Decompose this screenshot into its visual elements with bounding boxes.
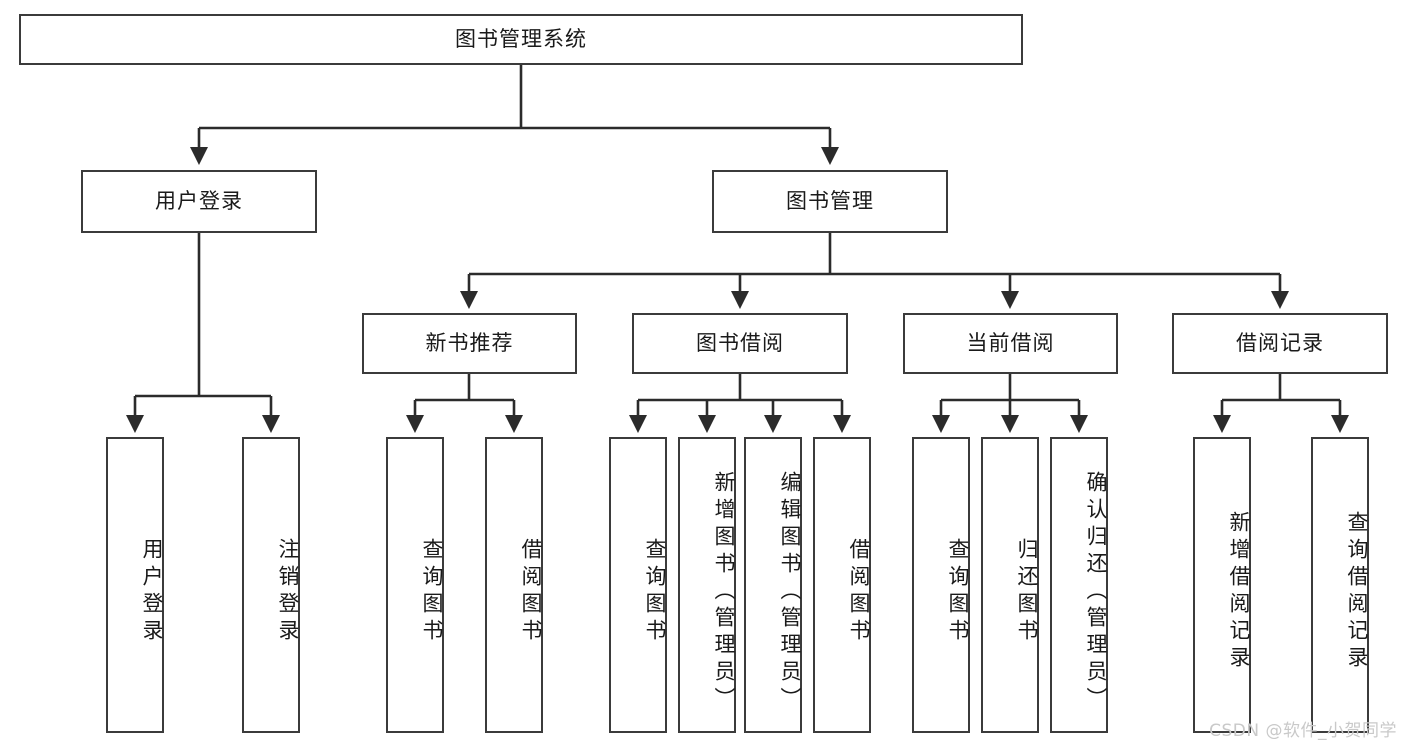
leaf-borrow-borrow-book[interactable]: 借阅图书: [813, 437, 871, 733]
node-current-borrow[interactable]: 当前借阅: [903, 313, 1118, 374]
node-label: 当前借阅: [966, 330, 1055, 355]
node-label: 归还图书: [1015, 538, 1039, 646]
node-label: 图书管理系统: [455, 26, 587, 51]
node-label: 借阅记录: [1236, 330, 1324, 355]
node-label: 新书推荐: [425, 330, 514, 355]
leaf-records-query-record[interactable]: 查询借阅记录: [1311, 437, 1369, 733]
leaf-borrow-query-book[interactable]: 查询图书: [609, 437, 667, 733]
leaf-user-login-signin[interactable]: 用户登录: [106, 437, 164, 733]
leaf-current-confirm-return-admin[interactable]: 确认归还（管理员）: [1050, 437, 1108, 733]
csdn-watermark: CSDN @软件_小贺同学: [1209, 721, 1397, 741]
node-label: 借阅图书: [519, 538, 543, 646]
leaf-user-login-signout[interactable]: 注销登录: [242, 437, 300, 733]
node-label: 借阅图书: [847, 538, 871, 646]
node-label: 编辑图书（管理员）: [778, 470, 802, 714]
node-label: 新增图书（管理员）: [712, 470, 736, 714]
node-label: 注销登录: [276, 538, 300, 646]
node-book-borrow[interactable]: 图书借阅: [632, 313, 848, 374]
node-label: 图书管理: [786, 188, 874, 213]
node-borrow-records[interactable]: 借阅记录: [1172, 313, 1388, 374]
leaf-newbook-query-book[interactable]: 查询图书: [386, 437, 444, 733]
leaf-newbook-borrow-book[interactable]: 借阅图书: [485, 437, 543, 733]
node-book-management[interactable]: 图书管理: [712, 170, 948, 233]
leaf-current-query-book[interactable]: 查询图书: [912, 437, 970, 733]
node-label: 查询借阅记录: [1345, 511, 1369, 673]
node-label: 新增借阅记录: [1227, 511, 1251, 673]
leaf-records-add-record[interactable]: 新增借阅记录: [1193, 437, 1251, 733]
node-label: 图书借阅: [696, 330, 784, 355]
node-label: 用户登录: [140, 538, 164, 646]
leaf-borrow-edit-book-admin[interactable]: 编辑图书（管理员）: [744, 437, 802, 733]
node-new-book-recommend[interactable]: 新书推荐: [362, 313, 577, 374]
node-user-login[interactable]: 用户登录: [81, 170, 317, 233]
node-label: 查询图书: [946, 538, 970, 646]
leaf-current-return-book[interactable]: 归还图书: [981, 437, 1039, 733]
node-label: 查询图书: [420, 538, 444, 646]
node-label: 查询图书: [643, 538, 667, 646]
node-label: 确认归还（管理员）: [1084, 470, 1108, 714]
node-label: 用户登录: [155, 188, 243, 213]
node-root-library-system[interactable]: 图书管理系统: [19, 14, 1023, 65]
leaf-borrow-add-book-admin[interactable]: 新增图书（管理员）: [678, 437, 736, 733]
